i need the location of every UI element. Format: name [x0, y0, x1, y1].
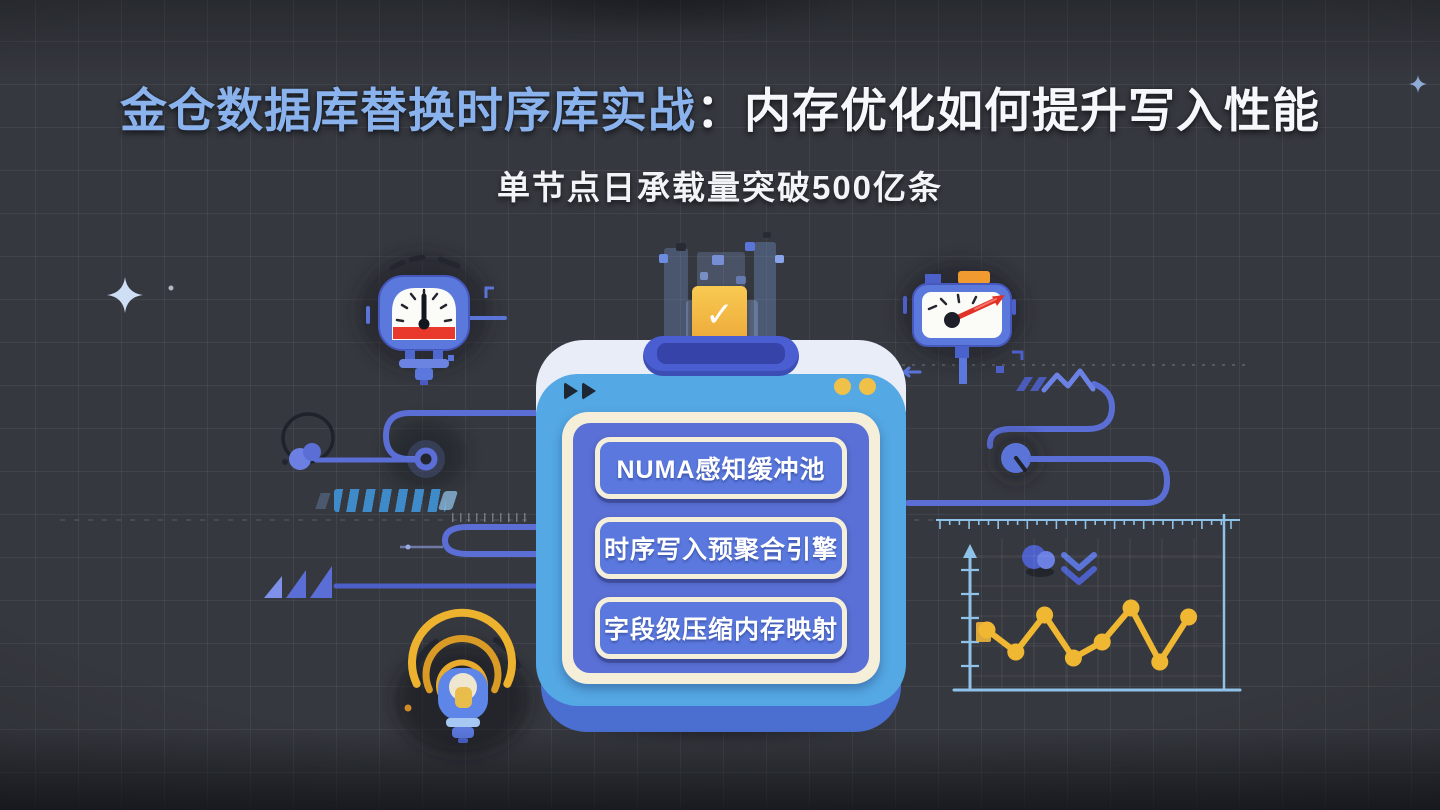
zigzag-signal-icon [1016, 368, 1096, 393]
fast-forward-icon [564, 382, 596, 400]
data-bit [659, 254, 668, 263]
feature-panel-inner: NUMA感知缓冲池 时序写入预聚合引擎 字段级压缩内存映射 [573, 423, 869, 673]
feature-chip-label: NUMA感知缓冲池 [616, 456, 826, 484]
card-slot-opening [657, 343, 785, 364]
status-dots [834, 378, 876, 395]
feature-chip-preaggregation-engine: 时序写入预聚合引擎 [595, 517, 847, 579]
trend-data-points [978, 599, 1198, 671]
data-column [664, 248, 688, 348]
feature-chip-label: 字段级压缩内存映射 [603, 616, 838, 644]
trend-mini-chart [936, 514, 1242, 692]
data-bit [775, 255, 784, 263]
chart-top-ruler [939, 520, 1232, 529]
database-device: NUMA感知缓冲池 时序写入预聚合引擎 字段级压缩内存映射 [536, 336, 906, 732]
feature-chip-label: 时序写入预聚合引擎 [603, 536, 838, 564]
card-slot [643, 336, 799, 376]
feature-panel: NUMA感知缓冲池 时序写入预聚合引擎 字段级压缩内存映射 [562, 412, 880, 684]
spool-icon [1022, 545, 1055, 577]
check-icon: ✓ [705, 296, 734, 334]
right-connector-lines [905, 381, 1171, 506]
status-dot [859, 378, 876, 395]
data-bit [763, 232, 771, 238]
striped-progress-bar [334, 489, 446, 512]
page-subtitle: 单节点日承载量突破500亿条 [496, 169, 944, 206]
chevron-down-icon [1061, 552, 1097, 585]
feature-chip-compressed-memory-mapping: 字段级压缩内存映射 [595, 597, 847, 659]
feature-chip-numa-buffer-pool: NUMA感知缓冲池 [595, 437, 847, 499]
data-bit [745, 242, 755, 251]
speedometer-gauge-icon [358, 254, 507, 385]
status-dot [834, 378, 851, 395]
title-rest: ：内存优化如何提升写入性能 [696, 84, 1320, 137]
data-bit [676, 243, 686, 251]
fast-forward-triangle [582, 382, 596, 400]
bulb-signal-icon [394, 608, 530, 755]
data-bit [712, 255, 724, 265]
mini-ruler-ticks [452, 513, 532, 522]
data-bit [736, 276, 746, 284]
page-title: 金仓数据库替换时序库实战：内存优化如何提升写入性能 [0, 72, 1440, 141]
meter-gauge-icon [900, 262, 1024, 384]
fast-forward-triangle [564, 382, 578, 400]
title-highlight: 金仓数据库替换时序库实战 [120, 84, 696, 137]
play-triangles-icon [264, 566, 332, 598]
data-bit [700, 272, 708, 280]
